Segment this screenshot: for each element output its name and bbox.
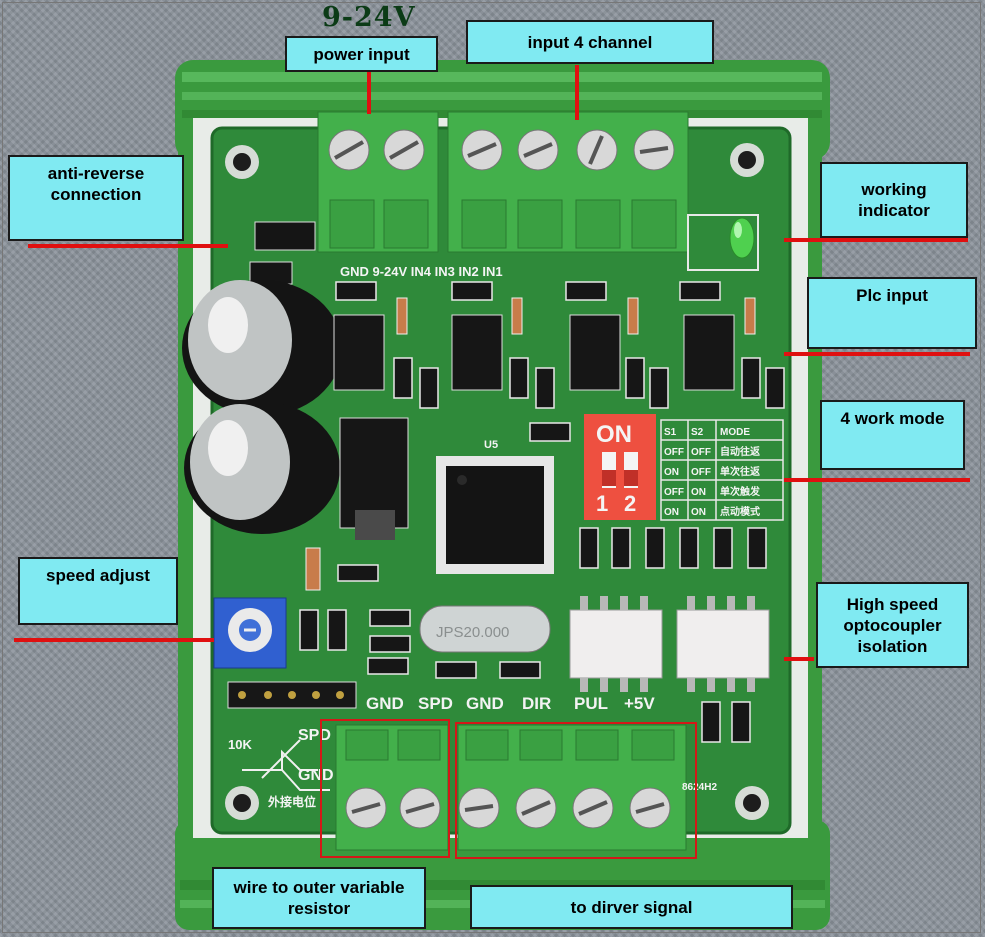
mode-table-text: S1 S2 MODE OFF OFF 自动往返 ON OFF 单次往返 OFF ON 单次触发 ON ON… (664, 427, 761, 518)
output-optocouplers (569, 596, 770, 692)
dip-on-label: ON (596, 421, 632, 448)
dip-switch (584, 414, 656, 520)
crystal-marking: JPS20.000 (436, 624, 509, 641)
mode-table-cell: 自动往返 (720, 445, 760, 458)
leader-speed-adjust (14, 638, 214, 642)
electrolytic-capacitor (182, 280, 342, 534)
mode-table-cell: ON (664, 467, 679, 478)
pot-silk-caption: 外接电位 (268, 794, 316, 809)
mode-table-cell: OFF (691, 447, 711, 458)
dip-number-2: 2 (624, 491, 636, 516)
input-terminal-block (447, 111, 689, 253)
mode-table-header: S1 (664, 427, 677, 438)
driver-terminal-highlight (455, 722, 697, 859)
mode-table-cell: ON (691, 487, 706, 498)
smd-resistors (299, 281, 785, 743)
callout-working-indicator: working indicator (820, 162, 968, 238)
callout-work-mode: 4 work mode (820, 400, 965, 470)
mcu-designator: U5 (484, 439, 498, 451)
callout-wire-to-resistor: wire to outer variable resistor (212, 867, 426, 929)
mode-table-cell: OFF (664, 447, 684, 458)
pin-label-pul: PUL (574, 694, 608, 713)
mode-table-cell: OFF (691, 467, 711, 478)
mode-table-cell: 单次往返 (720, 465, 760, 478)
voltage-title: 9-24V (322, 2, 416, 33)
pin-label-dir: DIR (522, 694, 552, 713)
smd-diode (254, 221, 316, 251)
date-code: 8624H2 (682, 782, 717, 793)
mode-table-cell: 点动模式 (720, 505, 760, 518)
leader-working-indicator (784, 238, 968, 242)
mode-table-cell: ON (664, 507, 679, 518)
callout-speed-adjust: speed adjust (18, 557, 178, 625)
mode-table-header: MODE (720, 427, 750, 438)
callout-anti-reverse: anti-reverse connection (8, 155, 184, 241)
pot-silk-10k: 10K (228, 737, 252, 752)
leader-work-mode (784, 478, 970, 482)
pot-silk-gnd: GND (298, 767, 334, 784)
pin-label-5v: +5V (624, 694, 655, 713)
voltage-regulator (339, 417, 409, 529)
callout-plc-input: Plc input (807, 277, 977, 349)
status-led (687, 214, 759, 271)
glass-diodes (305, 297, 756, 591)
callout-optocoupler: High speed optocoupler isolation (816, 582, 969, 668)
dip-number-1: 1 (596, 491, 608, 516)
callout-input-4-channel: input 4 channel (466, 20, 714, 64)
leader-input-4-channel (575, 65, 579, 120)
input-optocouplers (333, 314, 735, 391)
leader-optocoupler (784, 657, 814, 661)
mode-table-cell: ON (691, 507, 706, 518)
mode-table-header: S2 (691, 427, 704, 438)
bottom-terminal-blocks (335, 724, 687, 851)
leader-plc-input (784, 352, 970, 356)
pot-silk-spd: SPD (298, 727, 331, 744)
mode-table (660, 419, 784, 521)
pin-label-spd: SPD (418, 694, 453, 713)
pin-label-gnd-1: GND (366, 694, 404, 713)
crystal-oscillator (419, 605, 551, 653)
mode-table-cell: OFF (664, 487, 684, 498)
resistor-terminal-highlight (320, 719, 450, 858)
pin-label-gnd-2: GND (466, 694, 504, 713)
callout-power-input: power input (285, 36, 438, 72)
power-terminal-block (317, 111, 439, 253)
leader-power-input (367, 72, 371, 114)
top-terminal-silk: GND 9-24V IN4 IN3 IN2 IN1 (340, 264, 503, 279)
speed-potentiometer (213, 597, 287, 669)
callout-to-driver-signal: to dirver signal (470, 885, 793, 929)
leader-anti-reverse (28, 244, 228, 248)
mode-table-cell: 单次触发 (720, 485, 761, 498)
microcontroller (436, 456, 554, 574)
